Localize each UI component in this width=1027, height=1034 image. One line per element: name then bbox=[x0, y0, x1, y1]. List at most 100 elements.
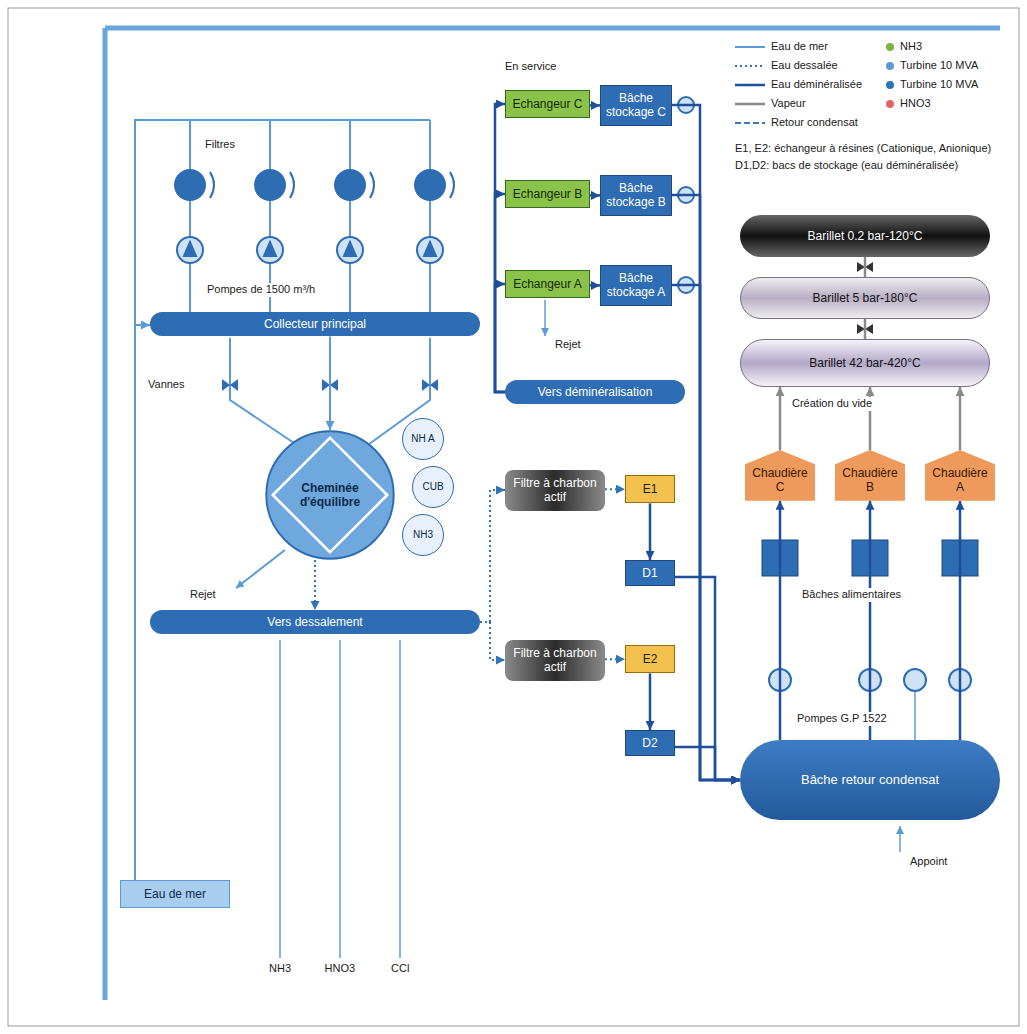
flow-connector bbox=[590, 284, 600, 287]
diagram-label: Vannes bbox=[148, 378, 185, 392]
node-text: Collecteur principal bbox=[264, 317, 366, 331]
layout-shape bbox=[264, 242, 276, 256]
storage-tank: Bâche stockage A bbox=[600, 265, 672, 306]
layout-shape bbox=[399, 640, 401, 958]
layout-shape bbox=[422, 379, 438, 391]
exchanger-box: Echangeur A bbox=[505, 270, 590, 298]
carbon-filter: Filtre à charbon actif bbox=[505, 470, 605, 511]
carbon-filter: Filtre à charbon actif bbox=[505, 640, 605, 681]
legend-text: HNO3 bbox=[900, 97, 931, 111]
diagram-label: Rejet bbox=[555, 338, 581, 352]
node-text: E2 bbox=[643, 652, 658, 666]
pipe-header: Collecteur principal bbox=[150, 312, 480, 336]
surge-tower: Cheminée d'équilibre bbox=[265, 430, 395, 560]
flow-connector bbox=[672, 195, 740, 780]
legend-line-sample bbox=[735, 122, 765, 124]
layout-shape bbox=[334, 169, 366, 201]
diagram-label: Pompes G.P 1522 bbox=[795, 712, 889, 726]
layout-shape bbox=[236, 550, 285, 588]
legend-note: D1,D2: bacs de stockage (eau déminéralis… bbox=[735, 159, 1000, 173]
node-text: Vers déminéralisation bbox=[538, 385, 653, 399]
flow-connector bbox=[590, 194, 600, 197]
layout-shape bbox=[254, 169, 286, 201]
node-text: Bâche stockage B bbox=[605, 181, 667, 210]
flow-connector bbox=[869, 501, 872, 740]
flow-connector bbox=[672, 285, 740, 780]
node-text: Bâche stockage A bbox=[605, 271, 667, 300]
legend-text: Eau de mer bbox=[771, 40, 828, 54]
legend-line-sample bbox=[735, 65, 765, 67]
layout-shape bbox=[177, 237, 203, 263]
pipe-header: Vers déminéralisation bbox=[505, 380, 685, 404]
layout-shape bbox=[417, 237, 443, 263]
legend-text: Vapeur bbox=[771, 97, 806, 111]
steam-drum: Barillet 0.2 bar-120°C bbox=[740, 215, 990, 257]
legend-text: NH3 bbox=[900, 40, 922, 54]
diagram-label: NH3 bbox=[269, 962, 291, 976]
diagram-label: Rejet bbox=[190, 588, 216, 602]
diagram-label: En service bbox=[505, 60, 556, 74]
layout-shape bbox=[105, 26, 1000, 31]
layout-shape bbox=[184, 242, 196, 256]
node-text: Barillet 0.2 bar-120°C bbox=[808, 229, 923, 243]
diagram-label: HNO3 bbox=[325, 962, 356, 976]
diagram-label: Pompes de 1500 m³/h bbox=[205, 283, 317, 297]
node-text: D2 bbox=[642, 736, 657, 750]
node-text: Chaudière B bbox=[841, 466, 899, 495]
legend-note: E1, E2: échangeur à résines (Cationique,… bbox=[735, 142, 1000, 156]
legend-dot-sample bbox=[886, 100, 894, 108]
layout-shape bbox=[414, 169, 446, 201]
layout-shape bbox=[273, 438, 387, 552]
node-text: Echangeur C bbox=[512, 97, 582, 111]
diagram-label: Bâches alimentaires bbox=[800, 588, 903, 602]
node-text: Bâche retour condensat bbox=[801, 772, 939, 788]
transfer-pumps bbox=[678, 97, 971, 691]
node-text: Echangeur B bbox=[513, 187, 582, 201]
filters bbox=[174, 169, 454, 201]
legend-line-sample bbox=[735, 46, 765, 48]
storage-tank: D2 bbox=[625, 730, 675, 756]
node-text: Filtre à charbon actif bbox=[511, 476, 599, 505]
flow-connector bbox=[495, 284, 505, 392]
node-text: D1 bbox=[642, 566, 657, 580]
node-text: NH A bbox=[411, 433, 434, 445]
diagram-label: Filtres bbox=[205, 138, 235, 152]
layout-shape bbox=[230, 338, 300, 447]
boiler-box: Chaudière B bbox=[835, 450, 905, 501]
intake-pumps bbox=[177, 237, 443, 263]
node-text: Eau de mer bbox=[144, 887, 206, 901]
flow-connector bbox=[675, 747, 740, 780]
layout-shape bbox=[210, 172, 214, 198]
resin-exchanger: E1 bbox=[625, 475, 675, 503]
flow-connector bbox=[672, 105, 740, 780]
layout-shape bbox=[429, 120, 431, 312]
flow-connector bbox=[605, 488, 625, 490]
storage-tank: D1 bbox=[625, 560, 675, 586]
flow-connector bbox=[779, 387, 782, 450]
flow-connector bbox=[675, 577, 740, 780]
node-text: E1 bbox=[643, 482, 658, 496]
flow-connector bbox=[480, 490, 505, 622]
diagram-label: Appoint bbox=[910, 855, 947, 869]
layout-shape bbox=[103, 28, 108, 1000]
layout-shape bbox=[344, 242, 356, 256]
node-text: CUB bbox=[422, 481, 443, 493]
exchanger-box: Echangeur C bbox=[505, 90, 590, 118]
steam-drum: Barillet 42 bar-420°C bbox=[740, 339, 990, 387]
legend-text: Eau déminéralisée bbox=[771, 78, 862, 92]
layout-shape bbox=[349, 120, 351, 312]
node-text: Chaudière A bbox=[931, 466, 989, 495]
node-text: Echangeur A bbox=[513, 277, 582, 291]
layout-shape bbox=[189, 120, 191, 312]
layout-shape bbox=[257, 237, 283, 263]
legend-text: Eau dessalée bbox=[771, 59, 838, 73]
layout-shape bbox=[899, 826, 901, 852]
flow-connector bbox=[135, 325, 150, 880]
boiler-box: Chaudière A bbox=[925, 450, 995, 501]
layout-shape bbox=[424, 242, 436, 256]
flow-connector bbox=[590, 104, 600, 107]
node-text: Cheminée d'équilibre bbox=[287, 481, 373, 510]
flow-connector bbox=[779, 501, 782, 740]
